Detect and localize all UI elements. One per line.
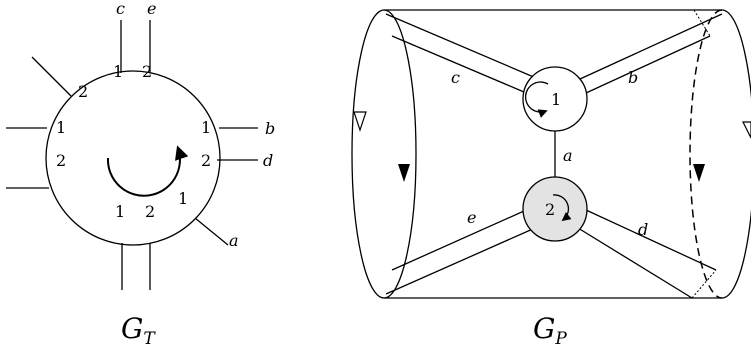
gt-port-lower-right-diag: 1 <box>178 189 188 208</box>
gt-caption: GT <box>121 312 156 349</box>
gt-port-right-upper: 1 <box>201 118 211 137</box>
gp-band-c-upper <box>385 13 537 79</box>
gt-port-upper-left-diag: 2 <box>78 82 88 101</box>
gp-vertex-1-rotation-arrow <box>524 81 549 118</box>
gt-port-top-right: 2 <box>142 62 152 81</box>
gp-left-filled-triangle <box>398 164 410 182</box>
gt-port-right-lower: 2 <box>201 151 211 170</box>
gp-band-d-upper <box>585 209 717 271</box>
gp-left-ellipse-front <box>351 9 385 299</box>
gt-port-top-left: 1 <box>113 62 123 81</box>
gp-vertex-2-label: 2 <box>545 200 555 219</box>
gp-band-e-lower <box>385 227 536 295</box>
gp-label-b: b <box>628 68 638 87</box>
gp-vertex-2 <box>522 176 588 242</box>
gp-caption: GP <box>533 312 567 349</box>
gp-band-b-lower <box>585 35 711 94</box>
gt-stub-upper-left <box>31 56 72 97</box>
gp-band-d-lower <box>577 227 693 299</box>
diagram-gt: c e b d a 1 2 2 1 2 1 2 1 2 1 GT <box>6 0 275 349</box>
gp-band-b-upper <box>579 13 723 80</box>
gt-port-left-lower: 2 <box>56 151 66 170</box>
gt-port-left-upper: 1 <box>56 118 66 137</box>
gp-right-open-triangle <box>742 121 751 139</box>
gt-label-d: d <box>263 151 273 170</box>
gt-port-bottom-left: 1 <box>115 202 125 221</box>
gp-left-open-triangle <box>353 111 367 132</box>
gp-left-ellipse-back <box>383 9 417 299</box>
gt-stub-a <box>194 217 229 246</box>
diagram-gp: 1 2 c b a e d GP <box>351 9 751 349</box>
gt-port-bottom-right: 2 <box>145 202 155 221</box>
gp-right-ellipse-front <box>721 9 751 299</box>
gp-vertex-2-rotation-arrow <box>552 194 572 222</box>
gt-rotation-arrow <box>106 145 189 197</box>
gp-label-c: c <box>451 68 460 87</box>
gp-label-d: d <box>638 220 648 239</box>
gp-band-e-upper <box>391 210 525 271</box>
gp-label-a: a <box>563 146 573 165</box>
gt-label-b: b <box>265 119 275 138</box>
gp-right-filled-triangle <box>693 164 705 182</box>
gt-label-c: c <box>116 0 125 18</box>
gt-label-a: a <box>229 231 239 250</box>
gt-label-e: e <box>147 0 156 18</box>
gp-label-e: e <box>467 208 476 227</box>
gp-band-b-dotted <box>693 9 711 37</box>
gp-vertex-1-label: 1 <box>551 90 561 109</box>
gt-main-circle <box>45 70 221 246</box>
gp-right-ellipse-back <box>689 9 723 299</box>
gp-band-c-lower <box>391 35 525 93</box>
